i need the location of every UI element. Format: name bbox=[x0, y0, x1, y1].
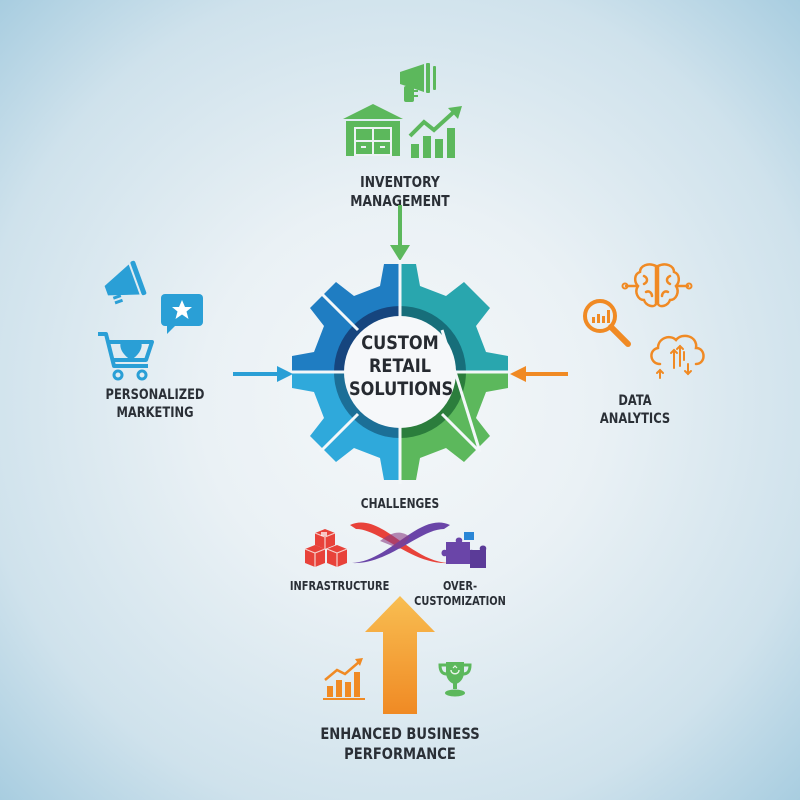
growth-chart-icon bbox=[408, 106, 462, 158]
inventory-label: INVENTORY MANAGEMENT bbox=[350, 173, 450, 210]
analytics-arrow bbox=[510, 366, 568, 382]
growth-chart-icon bbox=[323, 658, 365, 700]
marketing-label: PERSONALIZED MARKETING bbox=[94, 387, 217, 422]
center-title-line1: CUSTOM bbox=[361, 332, 439, 354]
megaphone-icon bbox=[104, 260, 147, 305]
infrastructure-label: INFRASTRUCTURE bbox=[289, 579, 390, 593]
marketing-label-line2: MARKETING bbox=[116, 404, 194, 421]
marketing-arrow bbox=[233, 366, 293, 382]
analytics-label-line2: ANALYTICS bbox=[599, 410, 671, 427]
center-title: CUSTOM RETAIL SOLUTIONS bbox=[349, 332, 454, 401]
center-title-line3: SOLUTIONS bbox=[349, 378, 454, 400]
center-title-line2: RETAIL bbox=[368, 355, 432, 377]
inventory-arrow bbox=[390, 205, 410, 261]
heart-cart-icon bbox=[98, 332, 154, 381]
twist-icon bbox=[350, 522, 450, 564]
analytics-label-line1: DATA bbox=[618, 393, 652, 409]
trophy-icon bbox=[438, 662, 472, 697]
over-customization-label: OVER-CUSTOMIZATION bbox=[414, 579, 506, 608]
puzzle-icon bbox=[441, 532, 487, 568]
challenges-title: CHALLENGES bbox=[360, 497, 440, 512]
performance-label: ENHANCED BUSINESS PERFORMANCE bbox=[320, 724, 480, 763]
up-arrow-icon bbox=[365, 596, 435, 714]
magnifier-chart-icon bbox=[583, 299, 631, 347]
megaphone-icon bbox=[400, 63, 436, 102]
infrastructure-blocks-icon bbox=[304, 529, 348, 567]
star-chat-icon bbox=[161, 294, 203, 334]
analytics-label: DATA ANALYTICS bbox=[574, 393, 697, 428]
warehouse-icon bbox=[343, 104, 403, 156]
brain-circuit-icon bbox=[621, 263, 693, 308]
marketing-label-line1: PERSONALIZED bbox=[105, 387, 205, 403]
gear-icon bbox=[288, 260, 512, 484]
cloud-sync-icon bbox=[650, 334, 705, 379]
